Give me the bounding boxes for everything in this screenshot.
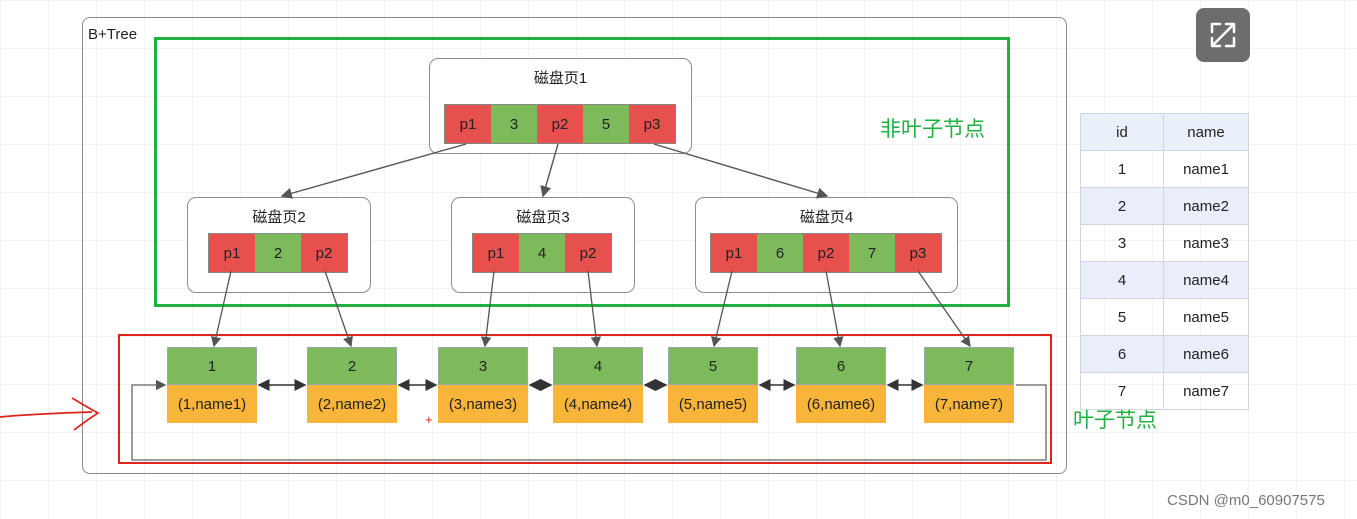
pointer-cell: p2 [537, 105, 583, 143]
nonleaf-region [154, 37, 1010, 307]
leaf-node: 5 (5,name5) [668, 347, 758, 423]
leaf-key: 7 [924, 347, 1014, 385]
edge-page4-leaf7 [917, 270, 971, 348]
expand-icon [1210, 22, 1236, 48]
table-cell-id: 5 [1080, 298, 1164, 336]
leaf-value: (7,name7) [924, 385, 1014, 423]
disk-page-3: 磁盘页3 p1 4 p2 [451, 197, 635, 293]
leaf-key: 6 [796, 347, 886, 385]
table-header-name: name [1163, 113, 1249, 151]
pointer-cell: p2 [301, 234, 347, 272]
pointer-cell: p2 [565, 234, 611, 272]
leaf-value: (2,name2) [307, 385, 397, 423]
leaf-node: 3 (3,name3) [438, 347, 528, 423]
table-cell-name: name2 [1163, 187, 1249, 225]
leaf-value: (4,name4) [553, 385, 643, 423]
key-cell: 7 [849, 234, 895, 272]
table-cell-id: 1 [1080, 150, 1164, 188]
pointer-cell: p1 [711, 234, 757, 272]
edge-root-page2 [280, 143, 467, 199]
table-header-id: id [1080, 113, 1164, 151]
edge-page2-leaf1 [210, 270, 232, 348]
edge-page4-leaf6 [825, 270, 844, 348]
pointer-cell: p1 [445, 105, 491, 143]
disk-page-2: 磁盘页2 p1 2 p2 [187, 197, 371, 293]
leaf-value: (1,name1) [167, 385, 257, 423]
pointer-cell: p3 [629, 105, 675, 143]
leaf-key: 5 [668, 347, 758, 385]
edge-root-page4 [653, 143, 829, 199]
leaf-node: 1 (1,name1) [167, 347, 257, 423]
key-cell: 6 [757, 234, 803, 272]
table-cell-id: 3 [1080, 224, 1164, 262]
pointer-cell: p3 [895, 234, 941, 272]
root-cells: p1 3 p2 5 p3 [444, 104, 676, 144]
key-cell: 2 [255, 234, 301, 272]
page3-cells: p1 4 p2 [472, 233, 612, 273]
cursor-plus-icon: + [425, 412, 433, 427]
table-cell-id: 6 [1080, 335, 1164, 373]
disk-page-title: 磁盘页2 [252, 209, 306, 226]
pointer-cell: p1 [473, 234, 519, 272]
edge-page4-leaf5 [711, 270, 733, 348]
table-cell-id: 7 [1080, 372, 1164, 410]
key-cell: 4 [519, 234, 565, 272]
disk-page-title: 磁盘页1 [533, 70, 588, 87]
edge-page3-leaf4 [587, 270, 602, 348]
leaf-label: 叶子节点 [1073, 409, 1157, 432]
table-cell-id: 2 [1080, 187, 1164, 225]
disk-page-title: 磁盘页4 [799, 209, 854, 226]
table-cell-name: name5 [1163, 298, 1249, 336]
expand-button[interactable] [1196, 8, 1250, 62]
bplus-tree-frame [82, 17, 1067, 474]
disk-page-title: 磁盘页3 [516, 209, 570, 226]
pointer-cell: p1 [209, 234, 255, 272]
key-cell: 5 [583, 105, 629, 143]
table-cell-name: name3 [1163, 224, 1249, 262]
leaf-node: 6 (6,name6) [796, 347, 886, 423]
leaf-node: 2 (2,name2) [307, 347, 397, 423]
leaf-key: 3 [438, 347, 528, 385]
leaf-region [118, 334, 1052, 464]
leaf-key: 2 [307, 347, 397, 385]
leaf-value: (3,name3) [438, 385, 528, 423]
edge-page2-leaf2 [324, 270, 353, 348]
frame-title: B+Tree [88, 26, 138, 43]
pointer-cell: p2 [803, 234, 849, 272]
edge-root-page3 [540, 143, 559, 198]
leaf-value: (6,name6) [796, 385, 886, 423]
page4-cells: p1 6 p2 7 p3 [710, 233, 942, 273]
leaf-node: 4 (4,name4) [553, 347, 643, 423]
table-cell-id: 4 [1080, 261, 1164, 299]
table-cell-name: name1 [1163, 150, 1249, 188]
table-cell-name: name4 [1163, 261, 1249, 299]
watermark: CSDN @m0_60907575 [1167, 492, 1325, 509]
nonleaf-label: 非叶子节点 [880, 118, 985, 141]
table-cell-name: name7 [1163, 372, 1249, 410]
page2-cells: p1 2 p2 [208, 233, 348, 273]
key-cell: 3 [491, 105, 537, 143]
leaf-key: 4 [553, 347, 643, 385]
hand-drawn-arrow [0, 397, 100, 431]
table-cell-name: name6 [1163, 335, 1249, 373]
edge-page3-leaf3 [480, 270, 495, 348]
leaf-value: (5,name5) [668, 385, 758, 423]
leaf-node: 7 (7,name7) [924, 347, 1014, 423]
leaf-loop [131, 379, 1047, 461]
disk-page-root: 磁盘页1 p1 3 p2 5 p3 [429, 58, 692, 154]
leaf-key: 1 [167, 347, 257, 385]
